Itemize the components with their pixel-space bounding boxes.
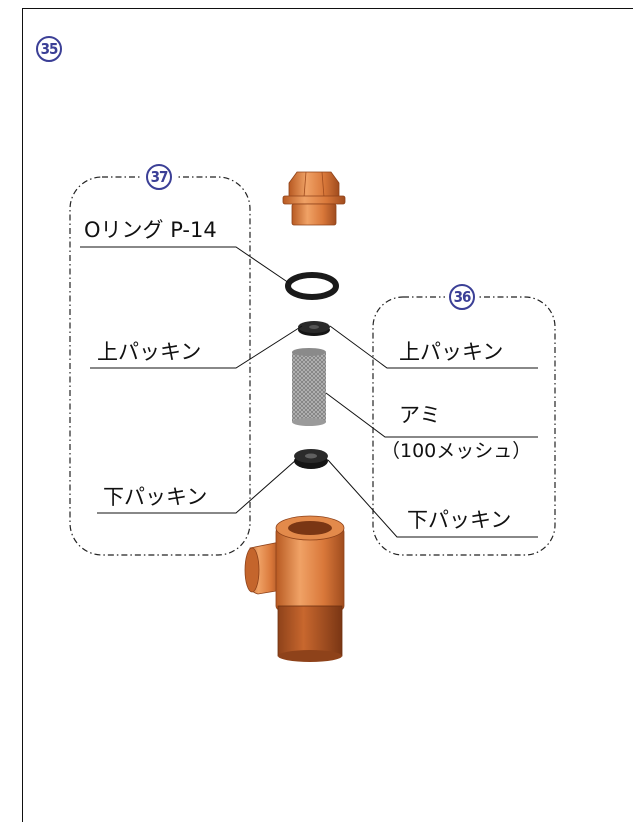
right-kit-outline — [372, 296, 556, 556]
upper-packing-left-label: 上パッキン — [97, 340, 202, 364]
lower-packing-right-label: 下パッキン — [407, 508, 512, 532]
lower-packing-left-label: 下パッキン — [103, 485, 208, 509]
leader-mesh — [325, 392, 538, 438]
group-37-badge: 37 — [146, 164, 172, 190]
plug-part — [282, 171, 346, 226]
group-36-badge: 36 — [449, 284, 475, 310]
upper-packing-right-label: 上パッキン — [399, 340, 504, 364]
upper-packing-part — [298, 321, 330, 336]
page-frame — [22, 8, 633, 822]
mesh-label: アミ — [399, 403, 441, 427]
o-ring-label: Oリング P-14 — [84, 218, 217, 242]
o-ring-part — [285, 272, 339, 300]
leader-upper-packing-left — [90, 325, 303, 369]
leader-upper-packing-right — [329, 325, 538, 369]
leader-o-ring — [80, 246, 290, 284]
mesh-screen-part — [292, 348, 326, 426]
leader-lower-packing-right — [327, 459, 538, 538]
lower-packing-part — [294, 449, 328, 469]
figure-number-badge: 35 — [36, 36, 62, 62]
valve-body-part — [244, 515, 345, 662]
leader-lower-packing-left — [97, 459, 297, 514]
mesh-spec-label: （100メッシュ） — [381, 440, 532, 462]
